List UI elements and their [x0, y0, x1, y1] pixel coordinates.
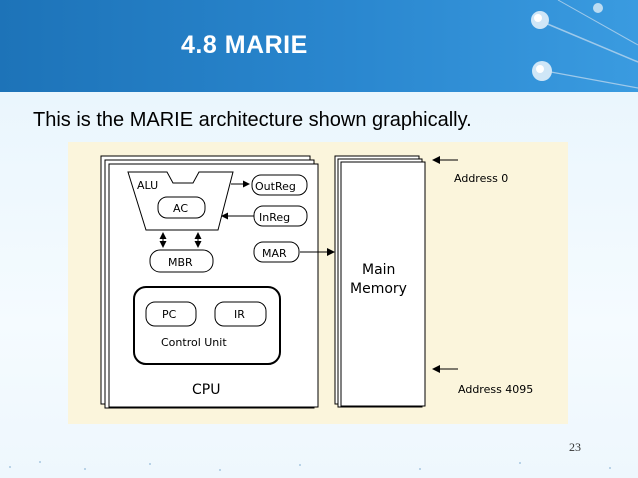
memory-label-line1: Main: [362, 262, 395, 278]
mar-label: MAR: [262, 247, 287, 260]
diagram-svg: CPU ALU AC MBR OutReg InReg MAR: [100, 155, 533, 409]
decorative-pins-icon: [531, 0, 638, 89]
page-number: 23: [569, 440, 581, 454]
slide-title: 4.8 MARIE: [181, 31, 308, 59]
slide-subtitle: This is the MARIE architecture shown gra…: [33, 109, 472, 131]
ir-register: [214, 301, 267, 327]
main-memory-box: [334, 155, 426, 408]
address-bottom-label: Address 4095: [458, 383, 533, 396]
inreg-label: InReg: [259, 211, 290, 224]
alu-label: ALU: [137, 179, 158, 192]
marie-architecture-diagram: CPU ALU AC MBR OutReg InReg MAR: [68, 142, 568, 424]
ac-register: [157, 196, 206, 219]
decorative-dots-icon: [9, 461, 611, 471]
ir-label: IR: [234, 308, 245, 321]
title-bar: 4.8 MARIE: [0, 0, 638, 92]
mbr-label: MBR: [168, 256, 193, 269]
cpu-label: CPU: [192, 382, 220, 398]
outreg-register: [251, 174, 308, 196]
pc-label: PC: [162, 308, 177, 321]
pc-register: [145, 301, 197, 327]
control-unit-label: Control Unit: [161, 336, 227, 349]
address-top-label: Address 0: [454, 172, 508, 185]
outreg-label: OutReg: [255, 180, 296, 193]
mar-register: [253, 241, 300, 263]
mbr-register: [149, 249, 214, 273]
memory-label-line2: Memory: [350, 281, 407, 297]
ac-label: AC: [173, 202, 188, 215]
